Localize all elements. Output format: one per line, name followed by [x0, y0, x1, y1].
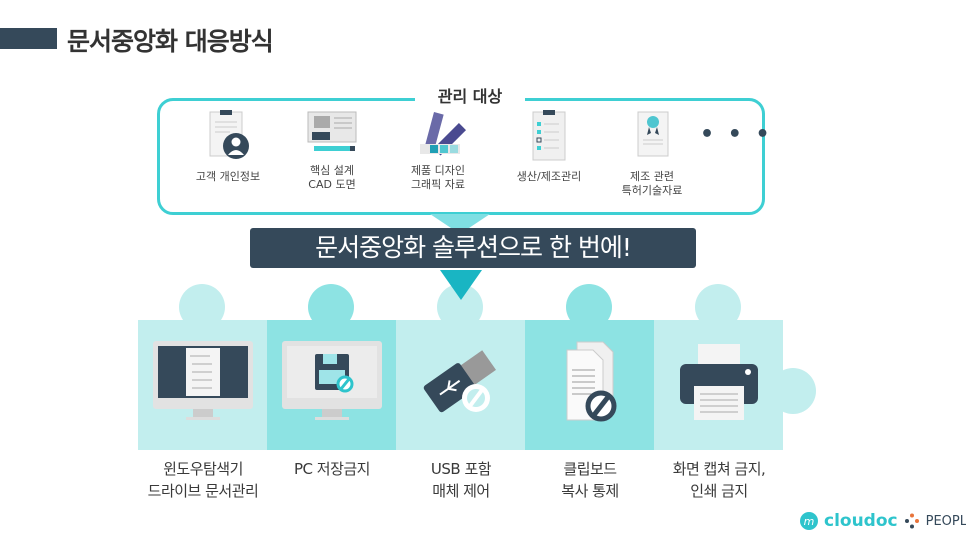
checklist-icon: [532, 110, 566, 161]
target-label: 제조 관련 특허기술자료: [621, 170, 683, 197]
save-block-icon: [277, 336, 387, 430]
customer-info-icon: [209, 110, 249, 159]
feature-tile: [138, 320, 267, 450]
feature-tile: [267, 320, 396, 450]
target-label: 제품 디자인 그래픽 자료: [410, 164, 466, 191]
target-label: 생산/제조관리: [516, 170, 582, 183]
title-accent-bar: [0, 28, 57, 49]
brand-cloudoc: cloudoc: [824, 511, 898, 531]
down-arrow-icon: [440, 270, 482, 300]
target-label: 핵심 설계 CAD 도면: [308, 164, 356, 191]
feature-tile: [654, 320, 783, 450]
target-label: 고객 개인정보: [195, 170, 261, 183]
svg-text:m: m: [804, 515, 815, 528]
cloudoc-logo-icon: m: [800, 512, 818, 530]
solution-banner: 문서중앙화 솔루션으로 한 번에!: [250, 228, 696, 268]
feature-label: PC 저장금지: [294, 460, 371, 478]
feature-label: 윈도우탐색기 드라이브 문서관리: [147, 460, 259, 500]
footer-logo: m cloudoc PEOPLUS: [800, 511, 966, 531]
color-palette-icon: [420, 112, 466, 156]
feature-label: USB 포함 매체 제어: [430, 460, 492, 500]
peoplus-logo-icon: [904, 513, 919, 529]
feature-label: 클립보드 복사 통제: [561, 460, 619, 500]
feature-tile: [525, 320, 654, 450]
explorer-monitor-icon: [148, 336, 258, 430]
managed-targets-label: 관리 대상: [415, 84, 525, 110]
target-production: 생산/제조관리: [494, 108, 604, 184]
usb-block-icon: [406, 336, 516, 430]
more-icon: • • •: [700, 122, 773, 147]
feature-tile: [396, 320, 525, 450]
page-title: 문서중앙화 대응방식: [67, 27, 274, 56]
clipboard-block-icon: [535, 336, 645, 430]
target-design: 제품 디자인 그래픽 자료: [383, 108, 493, 192]
cad-drawing-icon: [307, 111, 357, 151]
feature-label: 화면 캡쳐 금지, 인쇄 금지: [672, 460, 766, 500]
target-patent: 제조 관련 특허기술자료: [597, 108, 707, 198]
target-customer-info: 고객 개인정보: [173, 108, 283, 184]
target-cad: 핵심 설계 CAD 도면: [277, 108, 387, 192]
brand-peoplus: PEOPLUS: [925, 513, 966, 529]
certificate-icon: [637, 111, 669, 157]
printer-icon: [664, 336, 774, 430]
